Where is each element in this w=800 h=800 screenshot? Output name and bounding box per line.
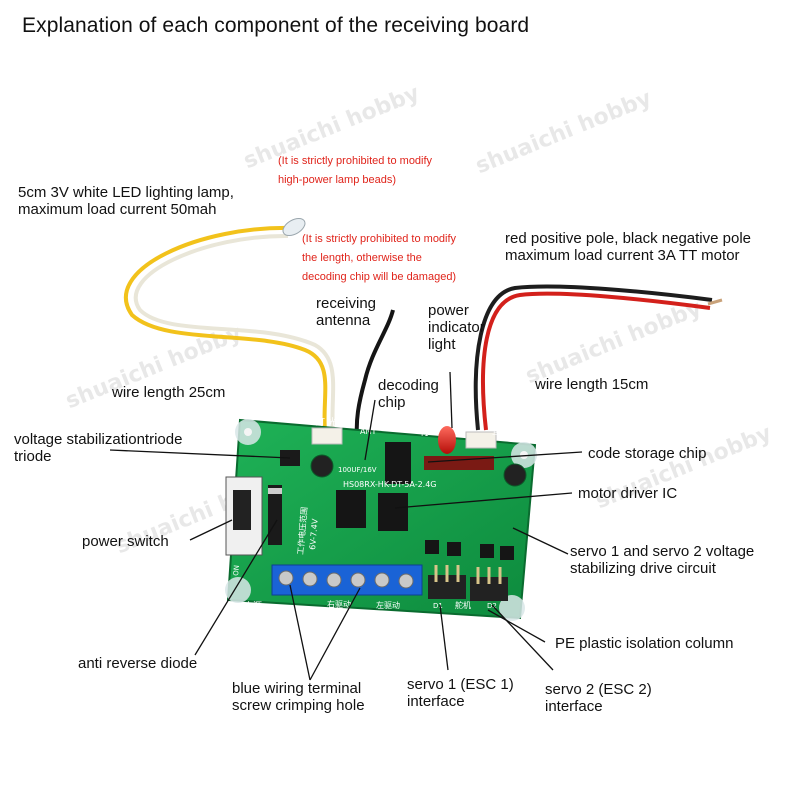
leader-code-storage — [427, 451, 583, 463]
label-wire-25: wire length 25cm — [112, 384, 226, 401]
label-code-storage: code storage chip — [588, 445, 707, 462]
leader-decoding — [364, 399, 376, 461]
label-triode: voltage stabilizationtriode triode — [14, 431, 183, 465]
board-text-y1: Y1 — [419, 430, 429, 438]
board-text-ant: ANT — [360, 427, 376, 436]
leader-motor-driver — [394, 492, 573, 509]
label-power-indicator: power indicator light — [428, 302, 485, 353]
leader-power-light — [449, 371, 453, 429]
power-switch-slider — [233, 490, 251, 530]
decoding-chip — [385, 442, 411, 484]
power-indicator-led — [438, 426, 456, 454]
leader-terminal-a — [289, 584, 311, 681]
board-text-voltage: 工作电压范围 — [295, 506, 309, 555]
board-text-lamp: 灯 光 — [316, 416, 337, 428]
capacitor — [310, 454, 334, 478]
led-lamp — [123, 217, 336, 433]
motor-driver-ic — [336, 490, 366, 528]
motor-wire-tips — [707, 298, 723, 306]
board-text-left-drive: 左驱动 — [376, 600, 400, 610]
leader-servo1 — [439, 604, 449, 671]
lamp-connector — [311, 427, 343, 445]
page-title: Explanation of each component of the rec… — [22, 14, 530, 37]
label-blue-terminal: blue wiring terminal screw crimping hole — [232, 680, 365, 714]
motor-driver-ic — [378, 493, 408, 531]
leader-diode — [194, 519, 278, 656]
label-servo2-interface: servo 2 (ESC 2) interface — [545, 681, 652, 715]
label-decoding-chip: decoding chip — [378, 377, 439, 411]
leader-lines — [109, 371, 583, 681]
pe-column — [225, 577, 251, 603]
leader-pe-column — [487, 609, 546, 643]
board-text-cap: 100UF/16V — [338, 466, 377, 474]
leader-terminal-b — [309, 587, 361, 681]
pe-column — [499, 595, 525, 621]
board-text-on: ON — [232, 565, 241, 576]
board-text-servo: 舵机 — [455, 600, 471, 610]
board-text-d1: D1 — [433, 602, 443, 610]
label-power-switch: power switch — [82, 533, 169, 550]
label-anti-reverse-diode: anti reverse diode — [78, 655, 198, 672]
pcb-board: 灯 光 ANT Y1 马电机 100UF/16V HS08RX-HK-DT-5A… — [225, 416, 537, 621]
label-antenna: receiving antenna — [316, 295, 377, 329]
board-text-motor: 马电机 — [492, 427, 519, 439]
capacitor — [503, 463, 527, 487]
led-bulb — [282, 217, 306, 237]
label-pe-column: PE plastic isolation column — [555, 635, 734, 652]
antenna-wire — [354, 309, 395, 437]
leader-servo2 — [491, 604, 554, 671]
motor-connector — [465, 431, 497, 449]
board-text-model: HS08RX-HK-DT-5A-2.4G — [343, 480, 437, 489]
label-servo-voltage: servo 1 and servo 2 voltage stabilizing … — [570, 543, 755, 577]
board-text-d2: D2 — [487, 602, 497, 610]
blue-terminal — [271, 564, 423, 596]
warning-antenna-length: (It is strictly prohibited to modify the… — [302, 233, 457, 283]
motor-wires — [473, 284, 723, 431]
warning-lamp-beads: (It is strictly prohibited to modify hig… — [278, 155, 433, 186]
leader-servo-voltage — [512, 527, 569, 555]
motor-wire-red — [481, 291, 711, 431]
board-text-right-drive: 右驱动 — [327, 599, 351, 609]
leader-triode — [109, 449, 291, 459]
board-text-voltage-range: 6V-7.4V — [308, 518, 320, 550]
label-motor: red positive pole, black negative pole m… — [505, 230, 751, 264]
label-servo1-interface: servo 1 (ESC 1) interface — [407, 676, 514, 710]
motor-wire-black — [473, 284, 713, 431]
led-wire-white — [133, 233, 336, 433]
label-wire-15: wire length 15cm — [535, 376, 649, 393]
label-led-lamp: 5cm 3V white LED lighting lamp, maximum … — [18, 184, 234, 218]
led-wire-yellow — [123, 225, 328, 433]
board-text-power: 电源 — [244, 600, 262, 612]
label-motor-driver: motor driver IC — [578, 485, 678, 502]
leader-power-switch — [189, 519, 233, 541]
